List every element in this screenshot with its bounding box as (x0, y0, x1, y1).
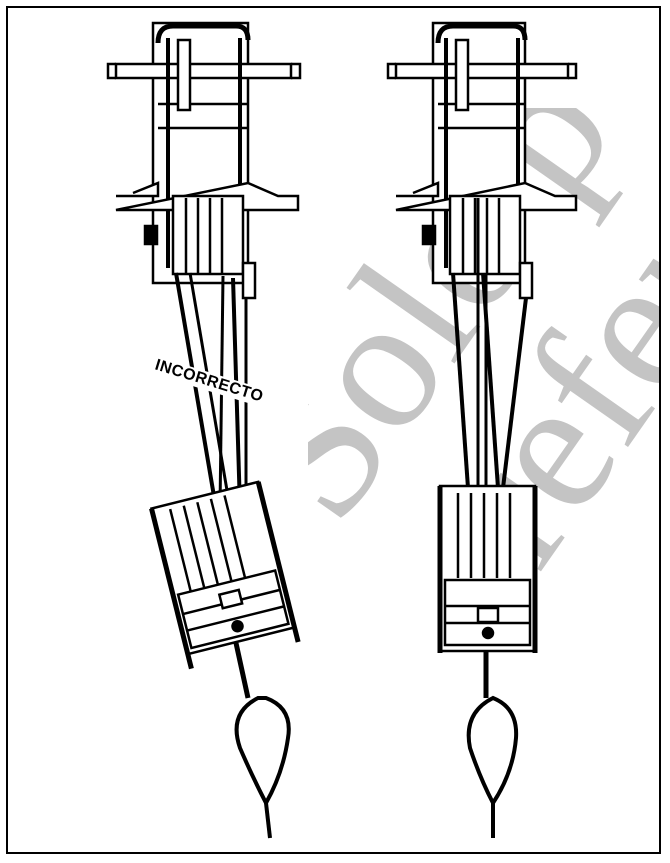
left-block-assembly (106, 21, 302, 839)
diagram-frame: Solo p refer (6, 6, 661, 854)
right-block-assembly (386, 21, 578, 838)
